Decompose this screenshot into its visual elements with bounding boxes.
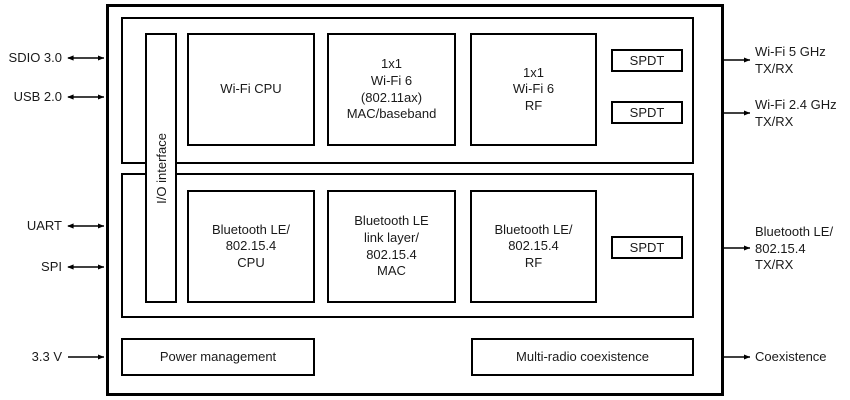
port-label-usb: USB 2.0 xyxy=(13,89,62,104)
block-wifi-mac-baseband: 1x1 Wi-Fi 6 (802.11ax) MAC/baseband xyxy=(327,33,456,146)
block-bluetooth-link-layer-mac: Bluetooth LE link layer/ 802.15.4 MAC xyxy=(327,190,456,303)
switch-wifi-spdt-24ghz-label: SPDT xyxy=(629,105,665,120)
port-label-wifi-5ghz: Wi-Fi 5 GHz TX/RX xyxy=(755,44,826,76)
switch-wifi-spdt-5ghz: SPDT xyxy=(611,49,683,72)
block-bluetooth-rf: Bluetooth LE/ 802.15.4 RF xyxy=(470,190,597,303)
io-interface-block: I/O interface xyxy=(145,33,177,303)
block-multi-radio-coexistence: Multi-radio coexistence xyxy=(471,338,694,376)
block-wifi-rf-label: 1x1 Wi-Fi 6 RF xyxy=(512,64,555,113)
io-interface-label: I/O interface xyxy=(153,132,169,204)
port-label-sdio: SDIO 3.0 xyxy=(8,50,62,65)
block-bluetooth-link-layer-mac-label: Bluetooth LE link layer/ 802.15.4 MAC xyxy=(354,213,429,279)
port-label-power: 3.3 V xyxy=(31,349,62,364)
block-power-management: Power management xyxy=(121,338,315,376)
switch-bluetooth-spdt: SPDT xyxy=(611,236,683,259)
block-bluetooth-rf-label: Bluetooth LE/ 802.15.4 RF xyxy=(494,221,573,270)
switch-wifi-spdt-5ghz-label: SPDT xyxy=(629,53,665,68)
block-bluetooth-cpu: Bluetooth LE/ 802.15.4 CPU xyxy=(187,190,315,303)
port-label-coexistence: Coexistence xyxy=(755,349,827,364)
block-wifi-mac-baseband-label: 1x1 Wi-Fi 6 (802.11ax) MAC/baseband xyxy=(346,56,437,122)
port-label-wifi-24ghz: Wi-Fi 2.4 GHz TX/RX xyxy=(755,97,837,129)
block-bluetooth-cpu-label: Bluetooth LE/ 802.15.4 CPU xyxy=(211,221,291,270)
block-multi-radio-coexistence-label: Multi-radio coexistence xyxy=(516,348,649,364)
block-wifi-cpu-label: Wi-Fi CPU xyxy=(220,81,282,97)
block-wifi-rf: 1x1 Wi-Fi 6 RF xyxy=(470,33,597,146)
block-power-management-label: Power management xyxy=(159,348,277,364)
switch-bluetooth-spdt-label: SPDT xyxy=(629,240,665,255)
port-label-bluetooth: Bluetooth LE/ 802.15.4 TX/RX xyxy=(755,224,834,273)
port-label-spi: SPI xyxy=(41,259,62,274)
block-wifi-cpu: Wi-Fi CPU xyxy=(187,33,315,146)
port-label-uart: UART xyxy=(26,218,62,233)
switch-wifi-spdt-24ghz: SPDT xyxy=(611,101,683,124)
